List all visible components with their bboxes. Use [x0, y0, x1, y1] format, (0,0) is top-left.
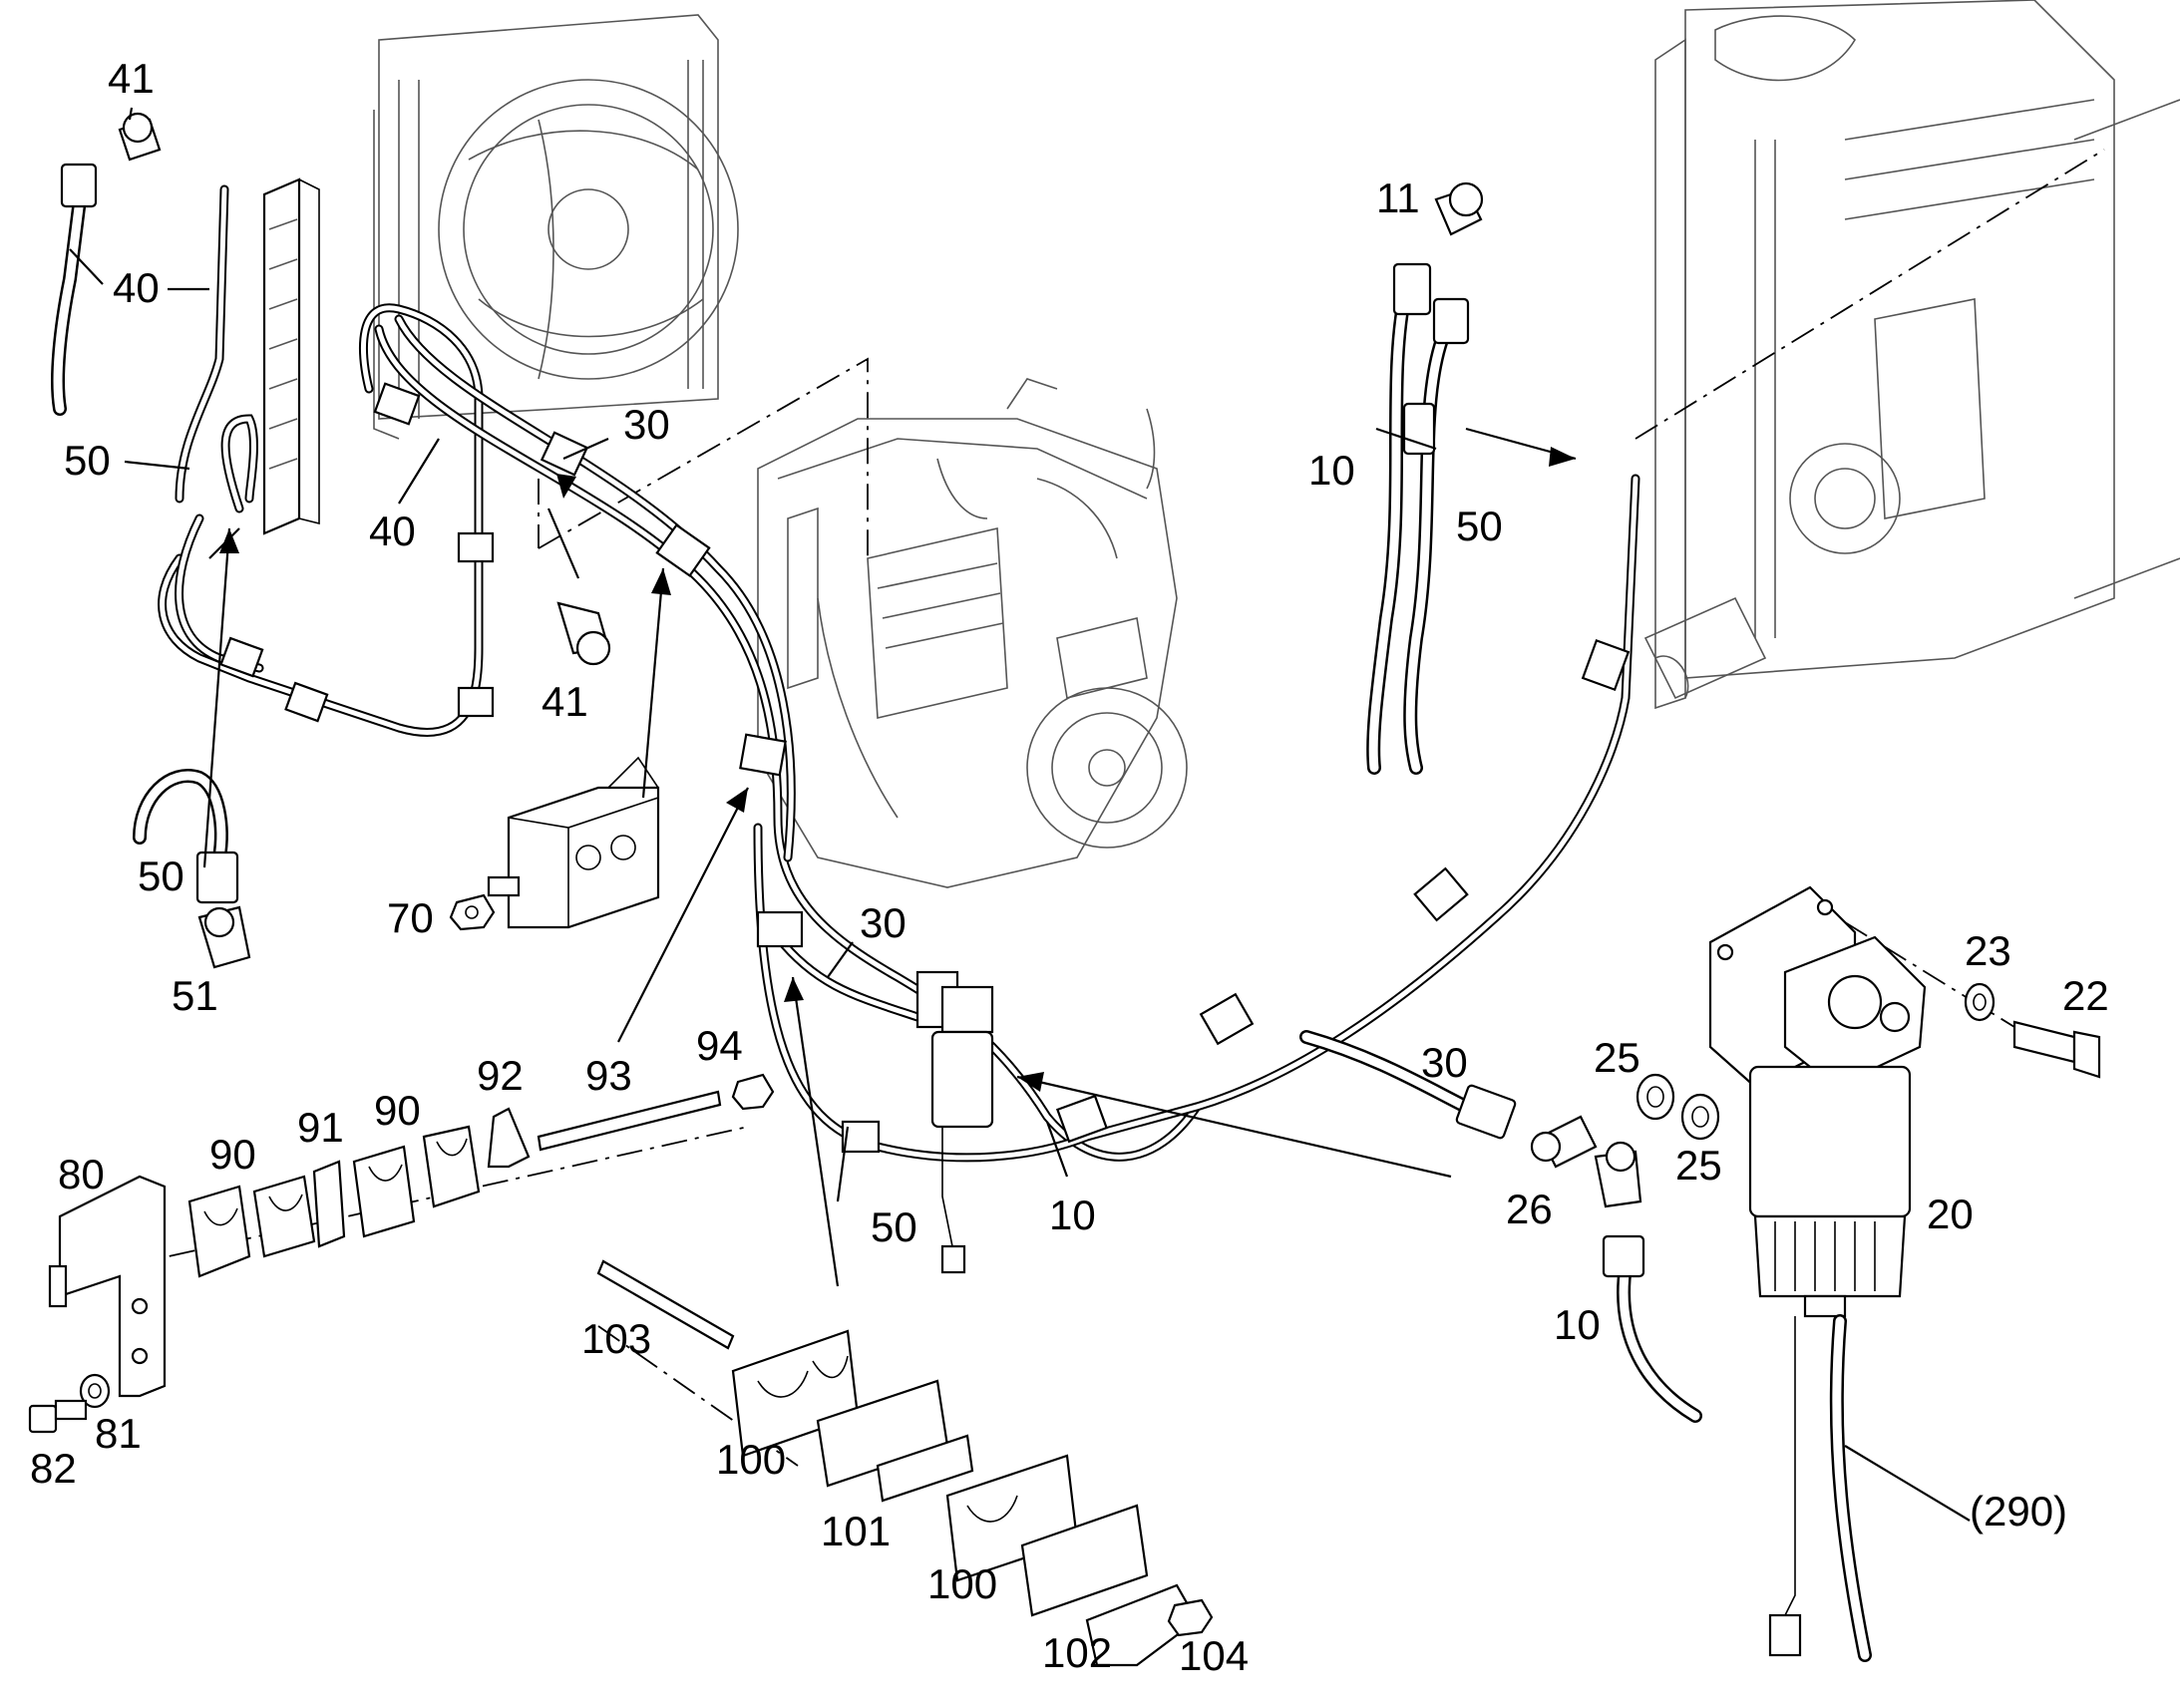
- callout-102: 102: [1042, 1629, 1112, 1676]
- callout-26: 26: [1506, 1186, 1553, 1232]
- callout-94: 94: [696, 1022, 743, 1069]
- callout-10-loose-hose: 10: [1554, 1301, 1601, 1348]
- fitting-26: [1530, 1115, 1642, 1208]
- callout-22: 22: [2062, 972, 2109, 1019]
- hose-30-loose: [1299, 1030, 1517, 1140]
- fuel-filter-20: [1708, 885, 1927, 1662]
- callout-40-loop: 40: [369, 508, 416, 554]
- fitting-41-top: [118, 112, 162, 162]
- callout-50-bottom: 50: [871, 1203, 917, 1250]
- fitting-41-mid: [556, 601, 611, 666]
- callout-93: 93: [585, 1052, 632, 1099]
- stud-93: [537, 1090, 722, 1152]
- callout-92: 92: [477, 1052, 524, 1099]
- bracket-80: [48, 1175, 167, 1398]
- arrowheads: [219, 447, 1576, 1092]
- callout-41-top: 41: [108, 55, 155, 102]
- callout-25-top: 25: [1594, 1034, 1640, 1081]
- callout-23: 23: [1965, 927, 2011, 974]
- callout-20: 20: [1927, 1191, 1974, 1237]
- callout-70: 70: [387, 894, 434, 941]
- hose-40-loose: [51, 163, 98, 416]
- callout-11: 11: [1376, 174, 1420, 221]
- fitting-25-b: [1680, 1093, 1720, 1141]
- nut-104: [1167, 1598, 1214, 1637]
- pipe-clamps: [219, 382, 1631, 1154]
- hose-50-loose: [133, 769, 239, 904]
- hose-pair-10-50: [1366, 262, 1470, 775]
- transmission-housing: [1643, 0, 2180, 710]
- pipe-loop-left: [158, 184, 484, 737]
- callout-91: 91: [297, 1104, 344, 1151]
- callout-10-bottom: 10: [1049, 1192, 1096, 1238]
- callout-50-hose: 50: [138, 853, 184, 899]
- clamp-half-90-c: [422, 1125, 481, 1208]
- stud-103: [596, 1259, 735, 1350]
- pipe-trunk: [374, 314, 1640, 1163]
- callout-101: 101: [821, 1508, 891, 1554]
- callout-50-right-hose: 50: [1456, 503, 1503, 549]
- callout-30-loose-hose: 30: [1421, 1039, 1468, 1086]
- callout-10-right-hose: 10: [1308, 447, 1355, 494]
- callout-25-bottom: 25: [1675, 1142, 1722, 1189]
- plate-101: [876, 1434, 974, 1503]
- clamp-half-90-mid: [252, 1175, 316, 1258]
- callout-30-mid: 30: [860, 899, 907, 946]
- fitting-51: [197, 905, 251, 969]
- bolt-82: [28, 1399, 88, 1434]
- clamp-half-90-a: [187, 1185, 251, 1278]
- callout-labels: 41 40 50 40 30 41 50 51 70 11 10 50 30 9…: [30, 55, 2109, 1679]
- fuel-prefilter-small: [915, 970, 994, 1274]
- engine: [757, 378, 1188, 888]
- hose-10-loose: [1602, 1234, 1702, 1423]
- callout-50-left: 50: [64, 437, 111, 484]
- callout-103: 103: [581, 1315, 651, 1362]
- leader-lines: [69, 107, 1971, 1522]
- callout-82: 82: [30, 1445, 77, 1492]
- clamp-100-d: [1020, 1504, 1149, 1617]
- washer-81: [79, 1373, 111, 1409]
- callout-40-top-left: 40: [113, 264, 160, 311]
- callout-90-left: 90: [209, 1131, 256, 1178]
- callout-290: (290): [1970, 1488, 2067, 1535]
- bolt-22: [2012, 1020, 2101, 1079]
- callout-100-top: 100: [716, 1436, 786, 1483]
- fitting-23-washer: [1964, 982, 1996, 1022]
- callout-30-top: 30: [623, 401, 670, 448]
- nut-70: [449, 893, 496, 931]
- plate-92: [487, 1107, 531, 1169]
- fitting-11: [1434, 181, 1484, 236]
- callout-41-mid: 41: [542, 678, 588, 725]
- callout-90-right: 90: [374, 1087, 421, 1134]
- callout-51: 51: [172, 972, 218, 1019]
- nut-94: [731, 1073, 775, 1111]
- clamp-half-90-b: [352, 1145, 416, 1238]
- callout-100-bottom: 100: [927, 1560, 997, 1607]
- fitting-25-a: [1635, 1073, 1675, 1121]
- rubber-block: [487, 756, 660, 929]
- callout-81: 81: [95, 1410, 142, 1457]
- oil-cooler: [262, 177, 320, 535]
- callout-80: 80: [58, 1151, 105, 1197]
- callout-104: 104: [1179, 1632, 1249, 1679]
- radiator-assembly: [373, 14, 739, 440]
- plate-102: [1085, 1583, 1199, 1667]
- plate-91: [312, 1160, 346, 1248]
